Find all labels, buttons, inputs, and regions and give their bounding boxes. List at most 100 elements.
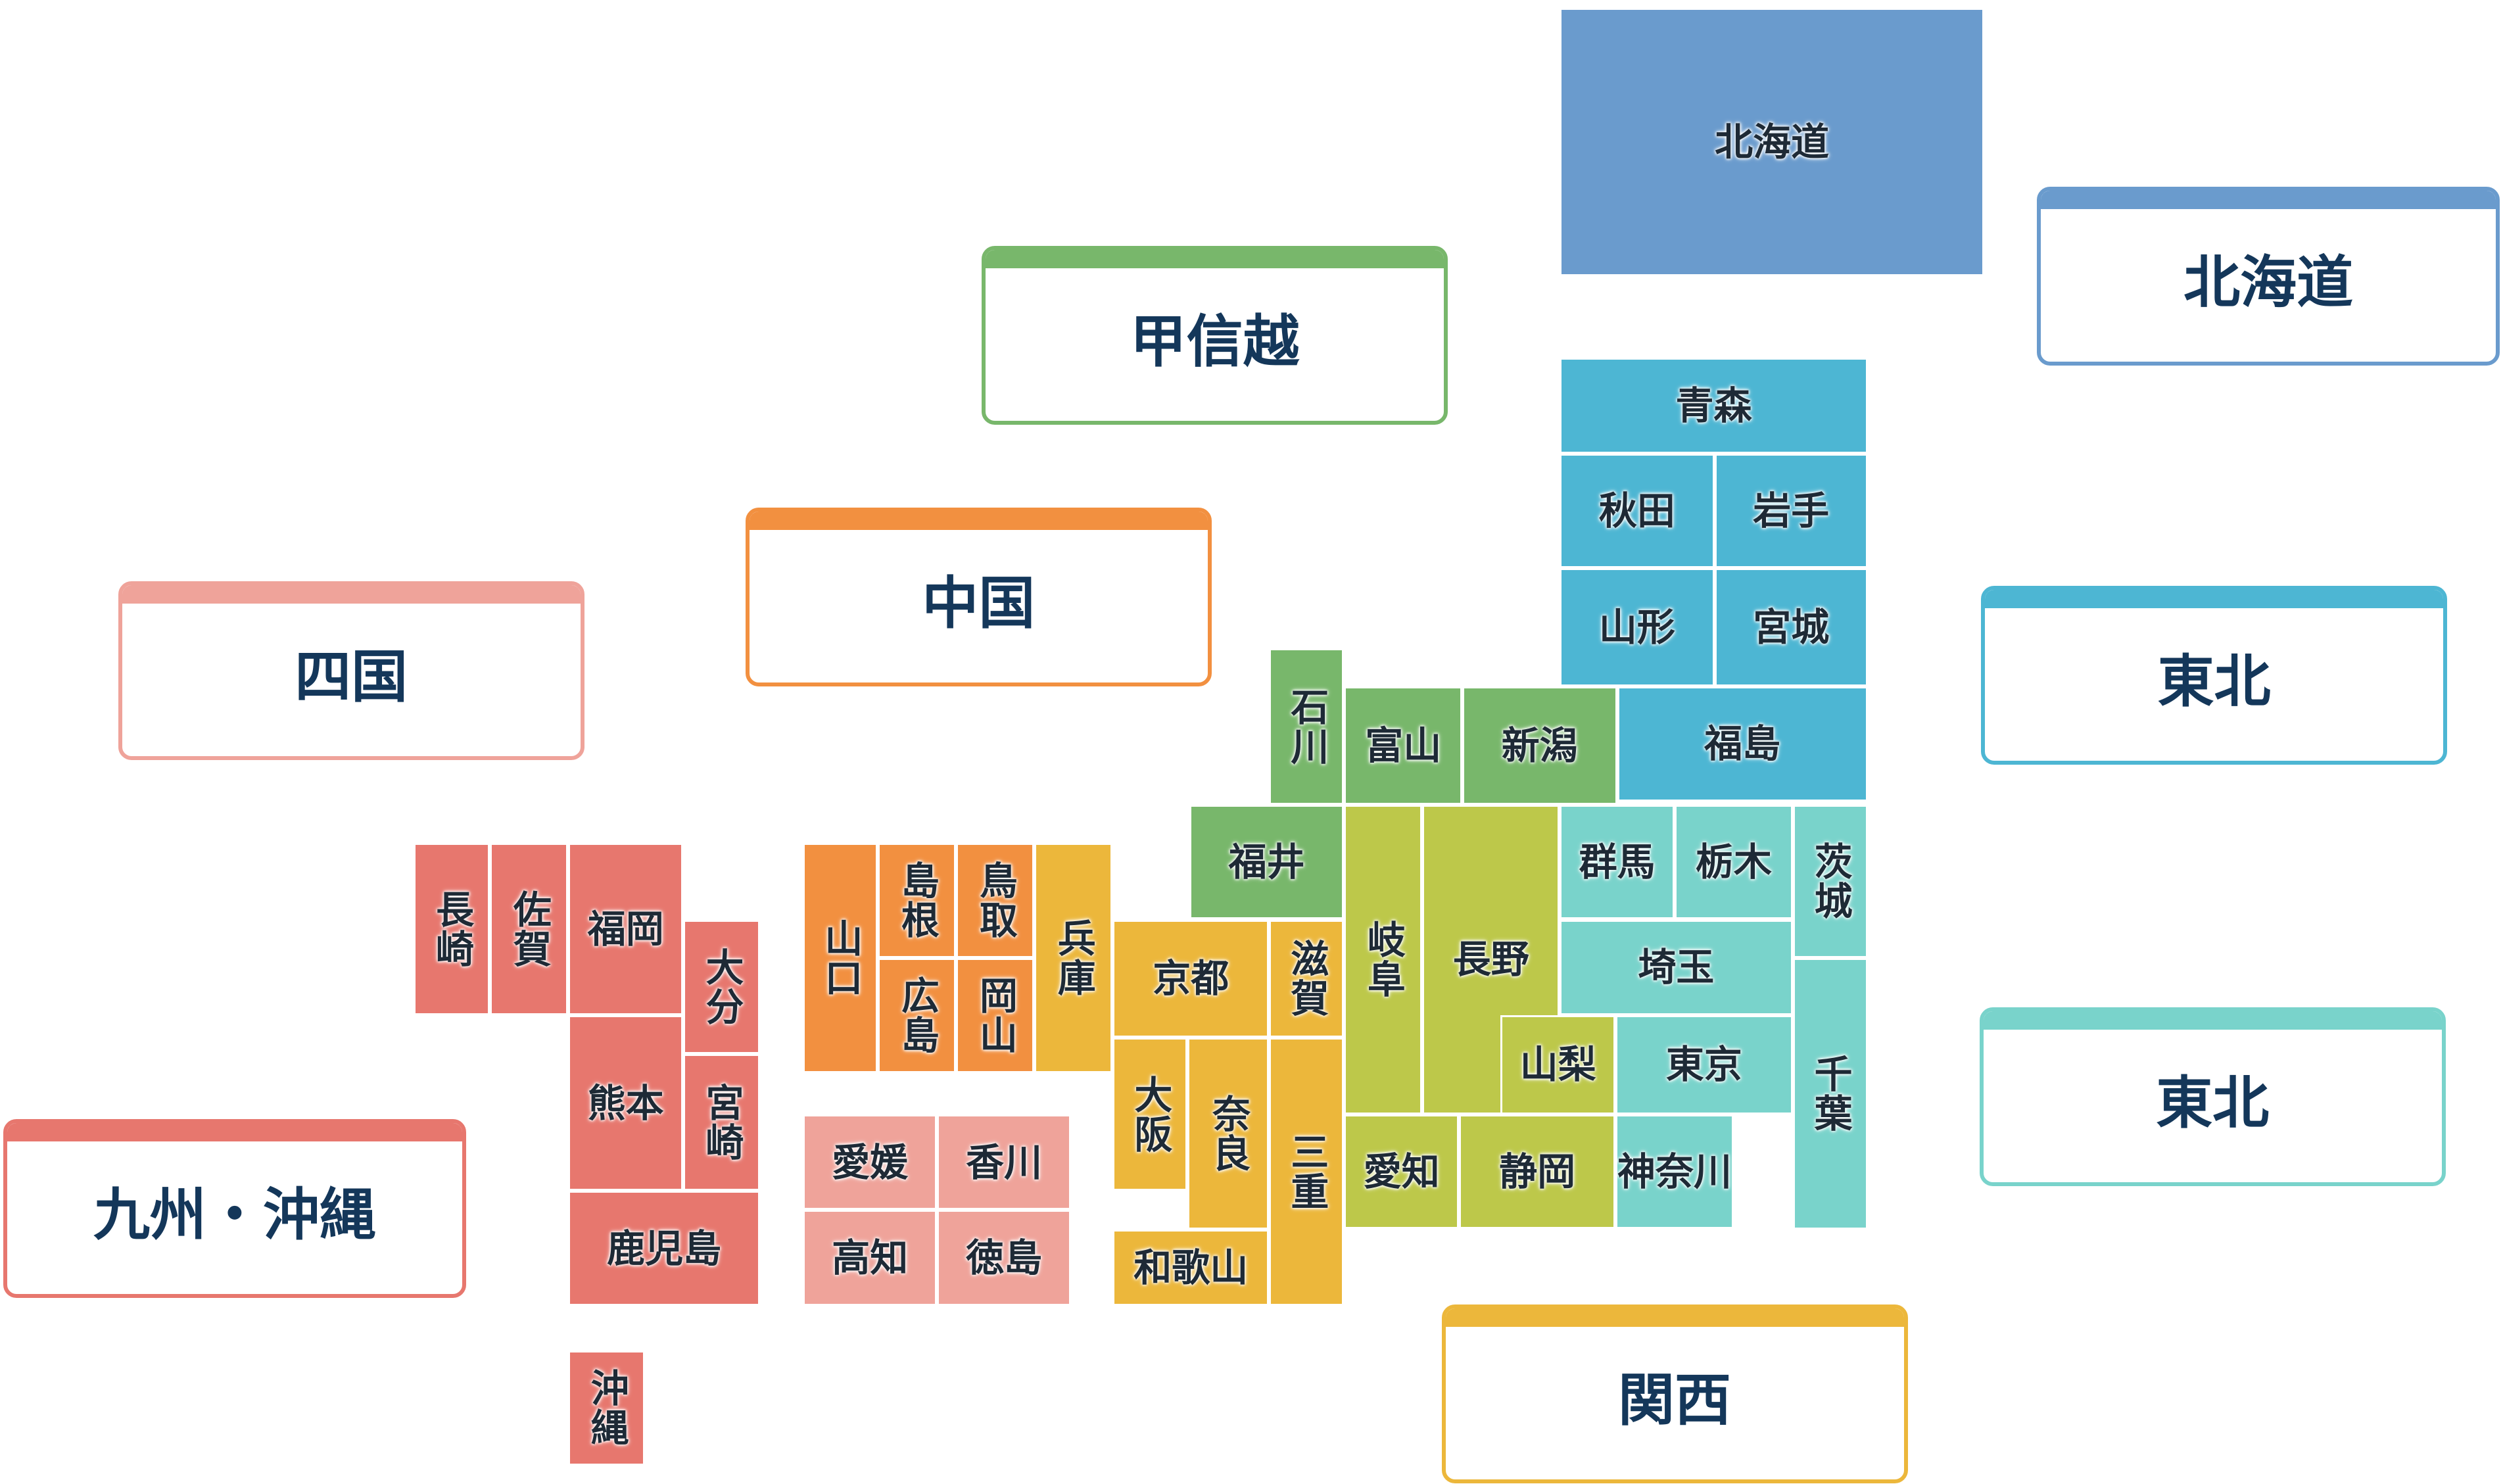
prefecture-label: 茨城 (1807, 842, 1853, 921)
prefecture-label: 滋賀 (1284, 939, 1329, 1018)
prefecture-label: 宮城 (1753, 605, 1830, 650)
prefecture-okayama[interactable]: 岡山 (956, 957, 1035, 1073)
prefecture-hyogo[interactable]: 兵庫 (1034, 843, 1113, 1073)
prefecture-kumamoto[interactable]: 熊本 (568, 1015, 684, 1191)
prefecture-label: 大阪 (1128, 1074, 1173, 1154)
region-label: 中国 (922, 571, 1036, 637)
prefecture-fukui[interactable]: 福井 (1189, 804, 1345, 920)
region-button-kansai[interactable]: 関西 (1441, 1304, 1908, 1483)
prefecture-nara[interactable]: 奈良 (1187, 1038, 1270, 1230)
prefecture-label: 秋田 (1598, 488, 1675, 533)
prefecture-akita[interactable]: 秋田 (1560, 453, 1715, 569)
prefecture-kochi[interactable]: 高知 (803, 1210, 938, 1306)
region-button-hokkaido[interactable]: 北海道 (2037, 187, 2500, 366)
prefecture-wakayama[interactable]: 和歌山 (1112, 1229, 1270, 1306)
region-color-bar (2041, 191, 2496, 210)
prefecture-kagawa[interactable]: 香川 (937, 1114, 1072, 1210)
prefecture-kanagawa[interactable]: 神奈川 (1615, 1114, 1734, 1230)
prefecture-saga[interactable]: 佐賀 (490, 843, 569, 1016)
region-label: 九州・沖縄 (93, 1182, 376, 1248)
prefecture-label: 徳島 (966, 1235, 1043, 1281)
prefecture-fukuoka[interactable]: 福岡 (568, 843, 684, 1016)
region-button-kanto[interactable]: 東北 (1979, 1007, 2446, 1186)
region-label: 東北 (2156, 1070, 2270, 1137)
region-button-tohoku[interactable]: 東北 (1981, 586, 2448, 765)
prefecture-yamaguchi[interactable]: 山口 (803, 843, 878, 1073)
prefecture-ishikawa[interactable]: 石川 (1269, 648, 1345, 805)
prefecture-shiga[interactable]: 滋賀 (1269, 919, 1345, 1038)
prefecture-toyama[interactable]: 富山 (1344, 686, 1463, 805)
prefecture-gifu[interactable]: 岐阜 (1344, 804, 1423, 1114)
prefecture-tokushima[interactable]: 徳島 (937, 1210, 1072, 1306)
prefecture-tokyo[interactable]: 東京 (1615, 1015, 1793, 1114)
prefecture-label: 鳥取 (972, 861, 1018, 940)
region-color-bar (122, 585, 581, 604)
region-label: 東北 (2157, 649, 2271, 715)
prefecture-okinawa[interactable]: 沖縄 (568, 1351, 645, 1466)
prefecture-label: 長野 (1452, 937, 1529, 982)
prefecture-iwate[interactable]: 岩手 (1714, 453, 1868, 569)
prefecture-label: 熊本 (587, 1080, 664, 1126)
region-color-bar (1983, 1011, 2442, 1030)
region-label: 甲信越 (1130, 308, 1300, 375)
region-button-shikoku[interactable]: 四国 (118, 581, 584, 760)
prefecture-hokkaido[interactable]: 北海道 (1560, 8, 1984, 276)
prefecture-label: 山梨 (1519, 1042, 1596, 1088)
prefecture-label: 香川 (966, 1139, 1043, 1185)
prefecture-label: 栃木 (1695, 840, 1772, 885)
region-label: 四国 (295, 644, 408, 710)
prefecture-label: 兵庫 (1051, 918, 1096, 997)
prefecture-aomori[interactable]: 青森 (1560, 357, 1868, 454)
prefecture-gunma[interactable]: 群馬 (1560, 804, 1675, 920)
prefecture-label: 富山 (1365, 723, 1442, 768)
prefecture-label: 岐阜 (1360, 920, 1406, 999)
region-color-bar (1985, 590, 2444, 609)
region-button-koshinetsu[interactable]: 甲信越 (982, 245, 1448, 425)
prefecture-label: 北海道 (1715, 120, 1830, 165)
prefecture-tottori[interactable]: 鳥取 (956, 843, 1035, 958)
prefecture-aichi[interactable]: 愛知 (1344, 1114, 1460, 1230)
prefecture-ibaraki[interactable]: 茨城 (1792, 804, 1868, 958)
region-color-bar (1445, 1308, 1904, 1327)
prefecture-kagoshima[interactable]: 鹿児島 (568, 1191, 760, 1306)
prefecture-mie[interactable]: 三重 (1269, 1038, 1345, 1306)
prefecture-nagano[interactable]: 長野 (1422, 804, 1560, 1114)
prefecture-oita[interactable]: 大分 (683, 919, 760, 1054)
prefecture-niigata[interactable]: 新潟 (1462, 686, 1617, 805)
prefecture-tochigi[interactable]: 栃木 (1675, 804, 1793, 920)
prefecture-nagasaki[interactable]: 長崎 (413, 843, 490, 1016)
region-button-chugoku[interactable]: 中国 (745, 508, 1212, 686)
prefecture-label: 岡山 (972, 976, 1018, 1055)
region-button-kyushu_okinawa[interactable]: 九州・沖縄 (3, 1119, 466, 1298)
prefecture-kyoto[interactable]: 京都 (1112, 919, 1270, 1038)
prefecture-shizuoka[interactable]: 静岡 (1459, 1114, 1616, 1230)
prefecture-label: 青森 (1675, 383, 1752, 428)
region-color-bar (7, 1123, 462, 1141)
prefecture-osaka[interactable]: 大阪 (1112, 1038, 1188, 1191)
prefecture-fukushima[interactable]: 福島 (1617, 686, 1868, 802)
prefecture-shimane[interactable]: 島根 (878, 843, 957, 958)
region-label: 北海道 (2183, 250, 2354, 316)
prefecture-ehime[interactable]: 愛媛 (803, 1114, 938, 1210)
prefecture-yamanashi[interactable]: 山梨 (1500, 1015, 1616, 1114)
prefecture-label: 和歌山 (1133, 1245, 1249, 1290)
region-color-bar (749, 512, 1208, 531)
prefecture-label: 神奈川 (1617, 1149, 1732, 1195)
prefecture-miyagi[interactable]: 宮城 (1714, 568, 1868, 687)
prefecture-label: 福岡 (587, 907, 664, 952)
prefecture-label: 福島 (1704, 721, 1781, 767)
prefecture-label: 新潟 (1501, 723, 1578, 768)
prefecture-label: 宮崎 (699, 1082, 744, 1162)
prefecture-saitama[interactable]: 埼玉 (1560, 919, 1793, 1016)
prefecture-label: 愛媛 (832, 1139, 909, 1185)
prefecture-yamagata[interactable]: 山形 (1560, 568, 1715, 687)
prefecture-label: 高知 (832, 1235, 909, 1281)
region-color-bar (986, 249, 1444, 268)
prefecture-label: 山口 (818, 918, 863, 997)
prefecture-label: 岩手 (1753, 488, 1830, 533)
prefecture-chiba[interactable]: 千葉 (1792, 957, 1868, 1230)
prefecture-miyazaki[interactable]: 宮崎 (683, 1053, 760, 1191)
prefecture-hiroshima[interactable]: 広島 (878, 957, 957, 1073)
prefecture-label: 千葉 (1807, 1054, 1853, 1134)
